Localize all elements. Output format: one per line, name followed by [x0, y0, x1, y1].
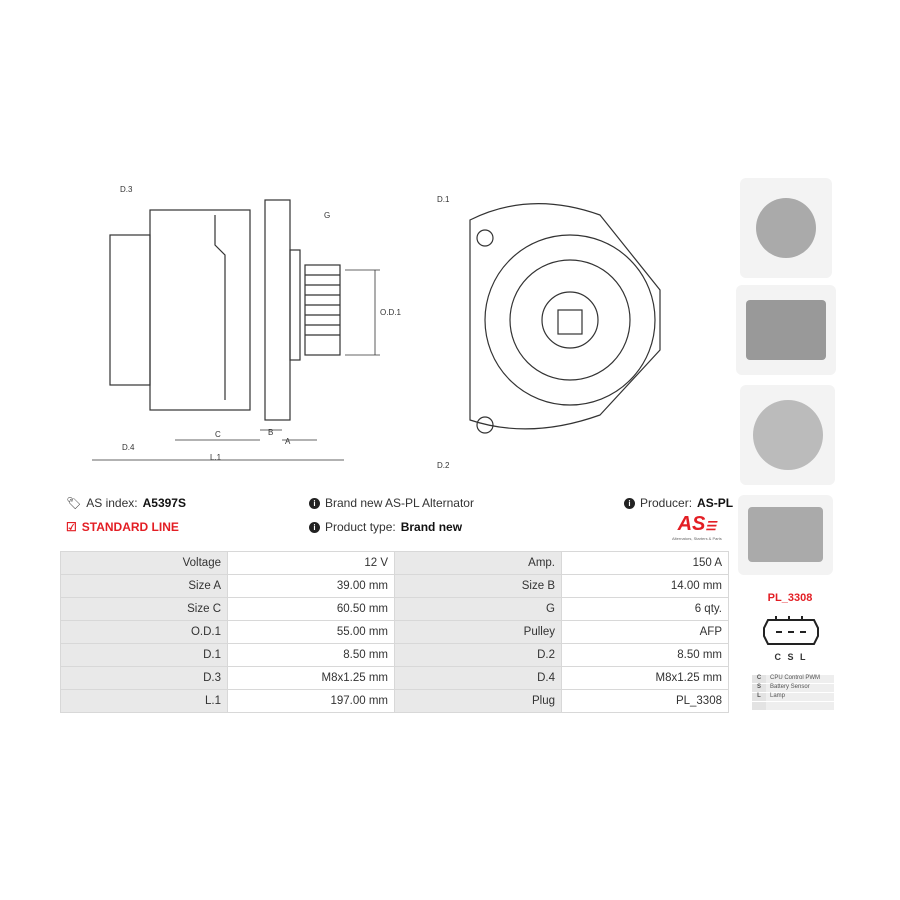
technical-drawing: D.3 G O.D.1 D.4 C B A L.1 D.1 D.2 [92, 185, 661, 470]
spec-value: 8.50 mm [227, 643, 395, 667]
spec-label: L.1 [60, 689, 228, 713]
label-a: A [285, 437, 291, 446]
spec-label: Amp. [394, 551, 562, 575]
plug-name: PL_3308 [767, 592, 813, 604]
legend-desc [766, 702, 834, 710]
standard-line: ☑STANDARD LINE [66, 520, 179, 534]
spec-label: D.1 [60, 643, 228, 667]
as-logo: AS☰Alternators, Starters & Parts [672, 513, 722, 541]
label-d1: D.1 [437, 195, 450, 204]
tag-icon: 🏷 [66, 496, 82, 510]
spec-value: AFP [561, 620, 729, 644]
spec-value: 14.00 mm [561, 574, 729, 598]
legend-pin: S [752, 684, 766, 692]
legend-pin: C [752, 675, 766, 683]
checkbox-icon: ☑ [66, 520, 77, 534]
front-view-drawing [469, 203, 661, 434]
spec-value: 55.00 mm [227, 620, 395, 644]
spec-label: D.4 [394, 666, 562, 690]
spec-value: M8x1.25 mm [227, 666, 395, 690]
legend-pin: L [752, 693, 766, 701]
spec-label: Plug [394, 689, 562, 713]
legend-desc: Battery Sensor [766, 684, 834, 692]
label-l1: L.1 [210, 453, 222, 462]
spec-label: Voltage [60, 551, 228, 575]
spec-label: Size C [60, 597, 228, 621]
spec-value: 60.50 mm [227, 597, 395, 621]
side-view-drawing [92, 199, 380, 461]
as-index: 🏷AS index:A5397S [66, 496, 186, 510]
photo-rear [740, 385, 835, 485]
plug-connector-icon [763, 616, 819, 645]
photo-side [736, 285, 836, 375]
plug-pins: C S L [774, 652, 806, 662]
spec-value: 6 qty. [561, 597, 729, 621]
label-od1: O.D.1 [380, 308, 401, 317]
label-c: C [215, 430, 221, 439]
legend-desc: Lamp [766, 693, 834, 701]
photo-angle [738, 495, 833, 575]
spec-label: D.2 [394, 643, 562, 667]
spec-value: 150 A [561, 551, 729, 575]
label-d4: D.4 [122, 443, 135, 452]
label-b: B [268, 428, 273, 437]
spec-value: M8x1.25 mm [561, 666, 729, 690]
spec-label: Size A [60, 574, 228, 598]
spec-value: PL_3308 [561, 689, 729, 713]
legend-row [752, 702, 834, 710]
spec-label: Size B [394, 574, 562, 598]
label-d2: D.2 [437, 461, 450, 470]
spec-value: 197.00 mm [227, 689, 395, 713]
spec-value: 39.00 mm [227, 574, 395, 598]
photo-front [740, 178, 832, 278]
legend-desc: CPU Control PWM [766, 675, 834, 683]
spec-value: 12 V [227, 551, 395, 575]
spec-value: 8.50 mm [561, 643, 729, 667]
spec-label: D.3 [60, 666, 228, 690]
label-g: G [324, 211, 330, 220]
spec-label: G [394, 597, 562, 621]
spec-label: Pulley [394, 620, 562, 644]
legend-pin [752, 702, 766, 710]
spec-label: O.D.1 [60, 620, 228, 644]
info-icon: i [624, 497, 635, 509]
info-icon: i [309, 497, 320, 509]
info-icon: i [309, 521, 320, 533]
label-d3: D.3 [120, 185, 133, 194]
